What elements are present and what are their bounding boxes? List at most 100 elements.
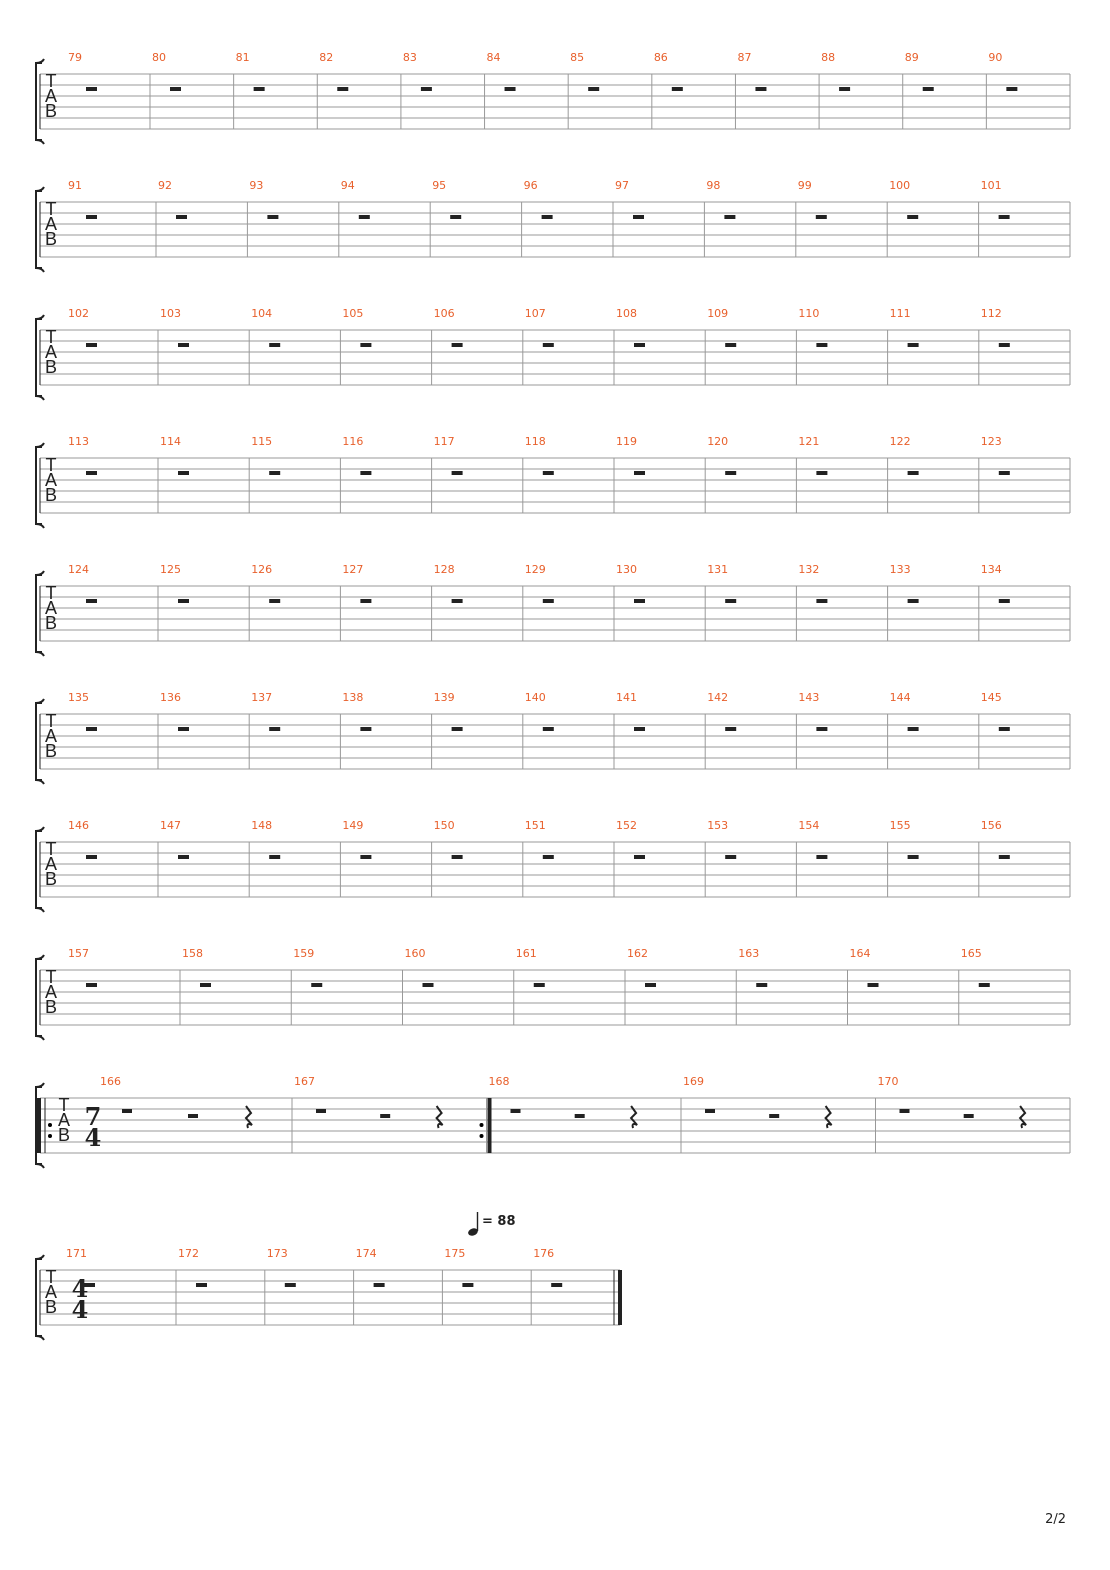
- whole-rest: [84, 1283, 95, 1287]
- whole-rest: [451, 599, 463, 603]
- whole-rest: [907, 855, 919, 859]
- whole-rest: [86, 215, 97, 219]
- measure-number: 110: [798, 307, 819, 320]
- measure-number: 156: [981, 819, 1002, 832]
- bracket-top-hook: [35, 314, 45, 320]
- measure-number: 160: [405, 947, 426, 960]
- measure-number: 112: [981, 307, 1002, 320]
- measure-number: 171: [66, 1247, 87, 1260]
- measure-number: 140: [525, 691, 546, 704]
- measure-number: 139: [434, 691, 455, 704]
- measure-number: 128: [434, 563, 455, 576]
- whole-rest: [373, 1283, 385, 1287]
- bracket-top-hook: [35, 1254, 45, 1260]
- measure-number: 165: [961, 947, 982, 960]
- whole-rest: [450, 215, 462, 219]
- bracket-bottom-hook: [35, 267, 45, 273]
- system-bracket: [35, 574, 42, 653]
- repeat-dot: [479, 1134, 484, 1138]
- whole-rest: [725, 343, 737, 347]
- whole-rest: [269, 727, 281, 731]
- measure-number: 173: [267, 1247, 288, 1260]
- whole-rest: [725, 599, 737, 603]
- measure-number: 162: [627, 947, 648, 960]
- measure-number: 87: [737, 51, 751, 64]
- whole-rest: [253, 87, 265, 91]
- system-bracket: [35, 190, 42, 269]
- tab-clef-letter: A: [45, 214, 57, 234]
- whole-rest: [178, 343, 189, 347]
- half-rest: [769, 1114, 780, 1118]
- whole-rest: [86, 343, 97, 347]
- quarter-rest: [824, 1105, 833, 1129]
- measure-number: 80: [152, 51, 166, 64]
- measure-number: 135: [68, 691, 89, 704]
- tab-clef-letter: A: [45, 726, 57, 746]
- repeat-end-thick-bar: [487, 1098, 492, 1153]
- measure-number: 161: [516, 947, 537, 960]
- whole-rest: [705, 1109, 715, 1113]
- page-number: 2/2: [1045, 1512, 1066, 1527]
- tab-clef-letter: B: [45, 485, 57, 505]
- measure-number: 175: [444, 1247, 465, 1260]
- whole-rest: [337, 87, 349, 91]
- measure-number: 119: [616, 435, 637, 448]
- measure-number: 130: [616, 563, 637, 576]
- bracket-bottom-hook: [35, 779, 45, 785]
- whole-rest: [907, 471, 919, 475]
- measure-number: 176: [533, 1247, 554, 1260]
- whole-rest: [725, 727, 737, 731]
- tab-clef-letter: A: [45, 470, 57, 490]
- whole-rest: [634, 727, 645, 731]
- whole-rest: [269, 471, 281, 475]
- whole-rest: [122, 1109, 132, 1113]
- tab-clef-letter: B: [58, 1125, 70, 1145]
- bracket-bottom-hook: [35, 907, 45, 913]
- measure-number: 157: [68, 947, 89, 960]
- whole-rest: [816, 855, 828, 859]
- measure-number: 89: [905, 51, 919, 64]
- whole-rest: [178, 727, 189, 731]
- measure-number: 134: [981, 563, 1002, 576]
- measure-number: 121: [798, 435, 819, 448]
- repeat-dot: [479, 1123, 484, 1127]
- tab-clef-letter: T: [46, 71, 57, 91]
- measure-number: 96: [524, 179, 538, 192]
- whole-rest: [86, 983, 97, 987]
- system-bracket: [35, 830, 42, 909]
- whole-rest: [451, 727, 463, 731]
- whole-rest: [998, 215, 1010, 219]
- measure-number: 109: [707, 307, 728, 320]
- measure-number: 85: [570, 51, 584, 64]
- measure-number: 103: [160, 307, 181, 320]
- measure-number: 174: [356, 1247, 377, 1260]
- time-signature-top: 7: [85, 1102, 102, 1131]
- measure-number: 149: [342, 819, 363, 832]
- tab-clef-letter: A: [45, 1282, 57, 1302]
- quarter-note-icon: [468, 1228, 478, 1236]
- tab-clef-letter: B: [45, 357, 57, 377]
- bracket-bottom-hook: [35, 1163, 45, 1169]
- measure-number: 163: [738, 947, 759, 960]
- measure-number: 122: [890, 435, 911, 448]
- whole-rest: [542, 855, 554, 859]
- bracket-bottom-hook: [35, 1035, 45, 1041]
- whole-rest: [178, 855, 189, 859]
- whole-rest: [998, 727, 1010, 731]
- whole-rest: [633, 215, 644, 219]
- measure-number: 120: [707, 435, 728, 448]
- whole-rest: [269, 343, 281, 347]
- whole-rest: [998, 471, 1010, 475]
- whole-rest: [588, 87, 600, 91]
- measure-number: 166: [100, 1075, 121, 1088]
- whole-rest: [755, 87, 767, 91]
- system-bracket: [35, 62, 42, 141]
- whole-rest: [451, 855, 463, 859]
- measure-number: 142: [707, 691, 728, 704]
